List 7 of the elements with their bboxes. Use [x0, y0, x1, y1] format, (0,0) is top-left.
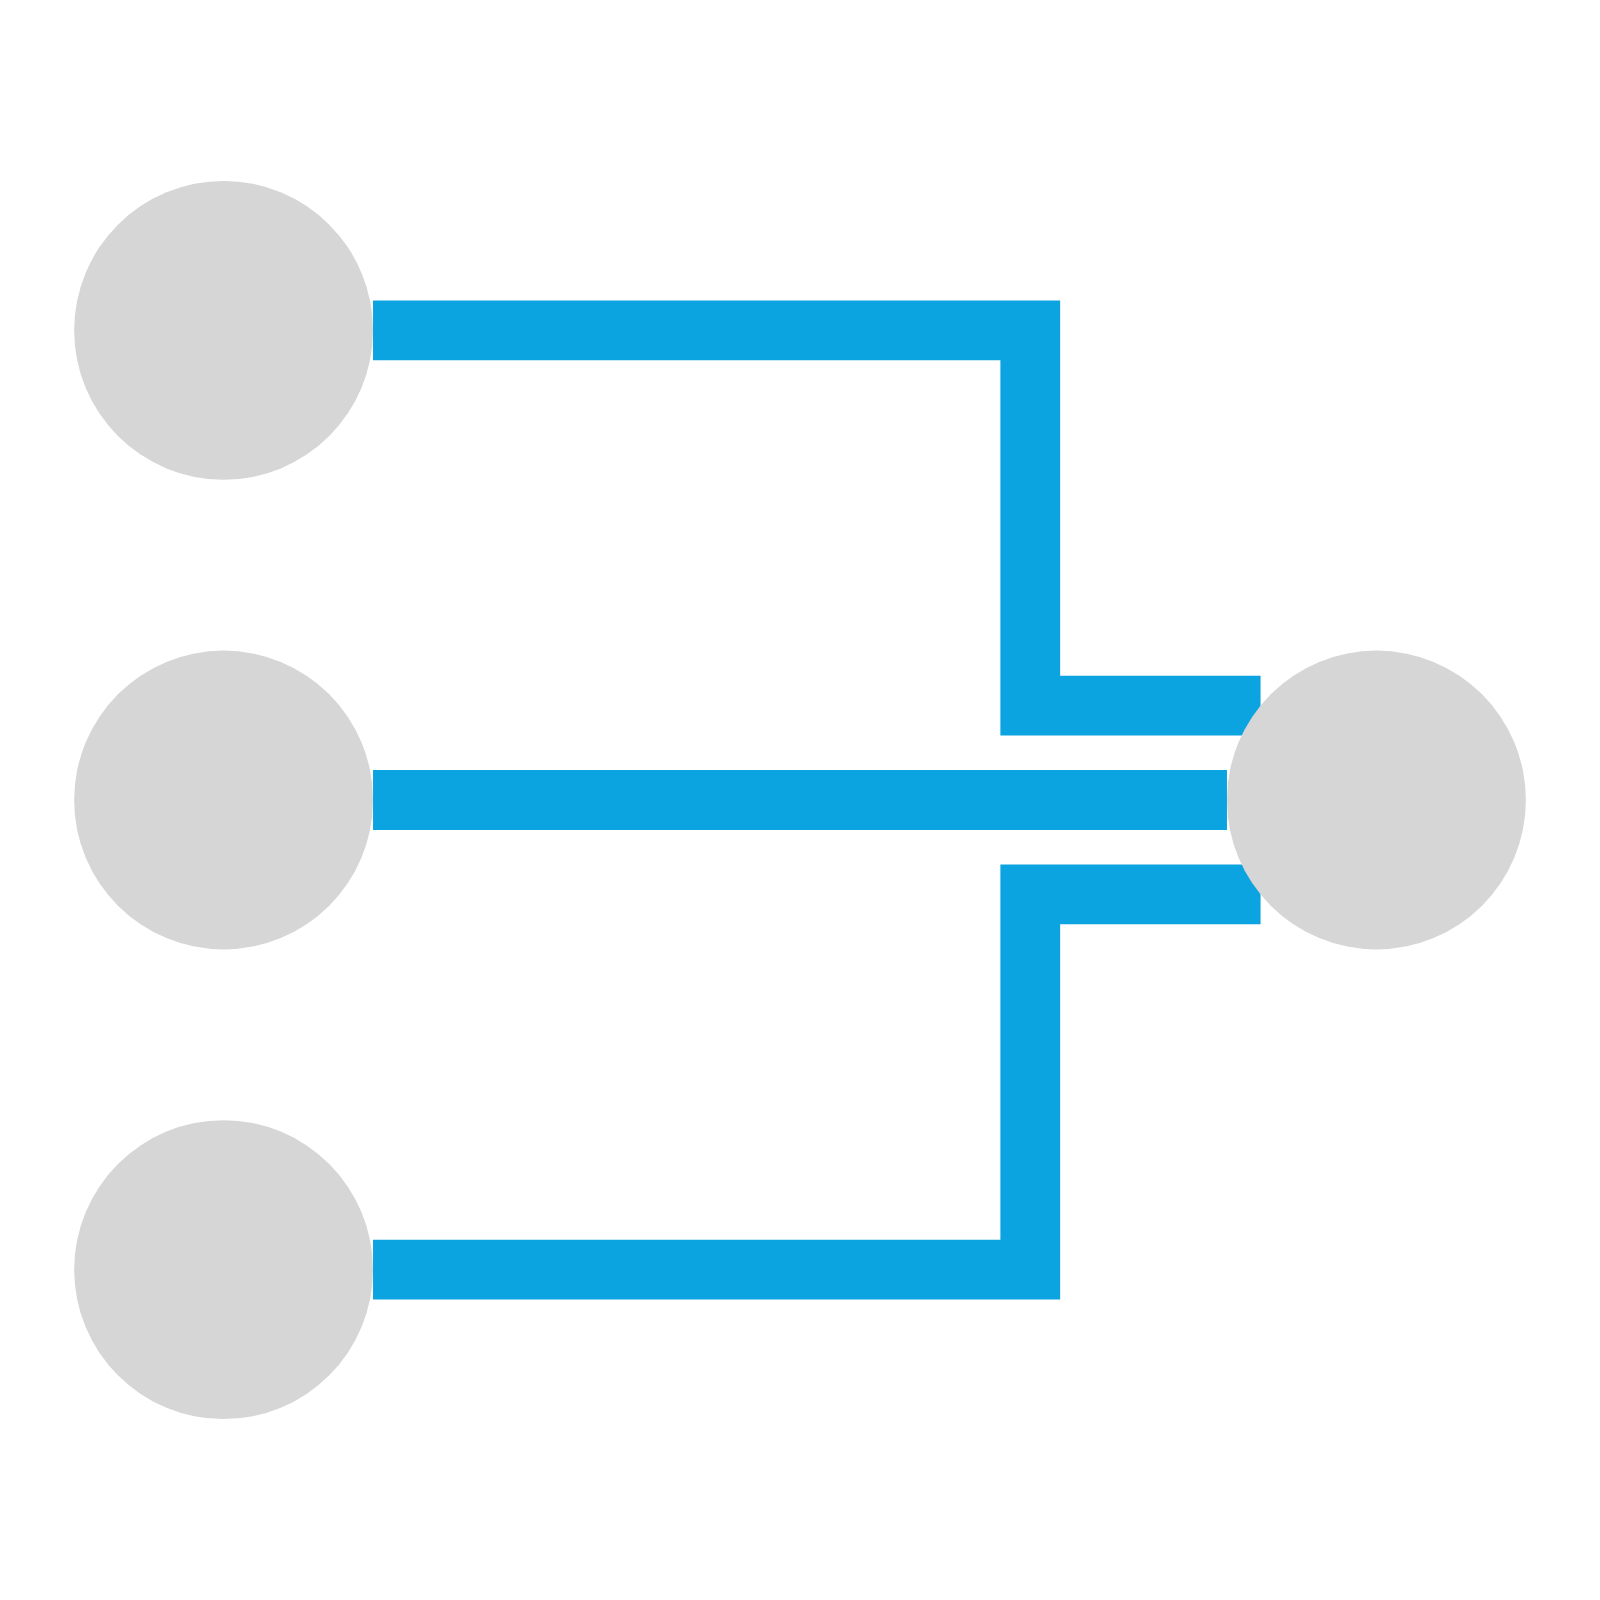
connector — [373, 770, 1227, 830]
node-circle — [74, 180, 374, 480]
node-circle — [74, 1120, 374, 1420]
node-circle — [74, 650, 374, 950]
node-circle — [1226, 650, 1526, 950]
connector — [373, 864, 1261, 1300]
connector — [373, 300, 1261, 736]
